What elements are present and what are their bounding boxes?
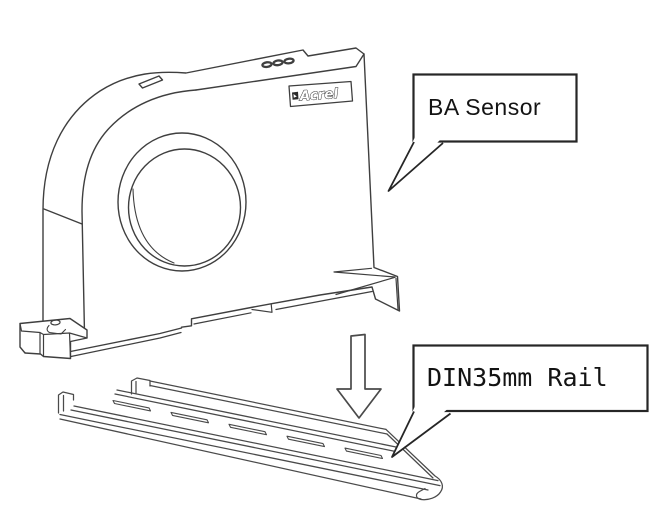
callout-ba-sensor: BA Sensor xyxy=(387,73,578,192)
down-arrow-icon xyxy=(336,333,382,419)
callout-tail-fill xyxy=(392,406,451,457)
sensor-hole-inner xyxy=(127,148,242,267)
ba-sensor-drawing: Acrel xyxy=(19,47,401,360)
vent-icon xyxy=(283,57,295,65)
rail-slot xyxy=(344,447,384,460)
sensor-body-outline xyxy=(42,47,401,353)
callout-din-rail: DIN35mm Rail xyxy=(391,344,649,458)
sensor-top-chamfer xyxy=(138,75,164,89)
sensor-seam-line xyxy=(43,208,83,225)
left-foot-details xyxy=(19,322,88,360)
callout-tail-outline xyxy=(391,411,452,458)
right-flange-gusset xyxy=(333,267,399,311)
sensor-hole-outer xyxy=(117,132,247,272)
callout-label: DIN35mm Rail xyxy=(427,363,608,392)
sensor-top-vents xyxy=(261,57,295,69)
rail-front-lip xyxy=(57,391,75,414)
acrel-logo-text: Acrel xyxy=(298,86,339,105)
din-rail-drawing xyxy=(57,377,443,501)
rail-slots xyxy=(112,399,384,460)
acrel-logo: Acrel xyxy=(288,80,354,108)
sensor-top-face-edges xyxy=(195,53,365,91)
vent-icon xyxy=(261,61,273,69)
rail-slot xyxy=(228,423,268,436)
rail-lines xyxy=(59,380,441,500)
rail-slot xyxy=(112,399,152,412)
left-foot-slot xyxy=(46,324,67,335)
callout-box xyxy=(412,344,649,413)
sensor-hole-depth-line xyxy=(132,188,175,264)
vent-icon xyxy=(272,59,284,67)
sensor-front-fold xyxy=(81,89,197,334)
callout-label: BA Sensor xyxy=(428,94,541,120)
acrel-logo-plate xyxy=(288,80,354,108)
sensor-bottom-thickness xyxy=(70,290,373,358)
rail-back-lip xyxy=(130,377,151,395)
rail-slot xyxy=(286,435,326,448)
acrel-logo-mark xyxy=(292,91,299,100)
rail-slot xyxy=(170,411,210,424)
sensor-foot-right xyxy=(333,267,399,311)
left-foot-hole xyxy=(50,319,61,326)
callout-tail-outline xyxy=(387,141,444,192)
sensor-foot-left xyxy=(19,317,88,360)
rail-end-profile xyxy=(385,428,443,501)
callout-box xyxy=(412,73,578,143)
